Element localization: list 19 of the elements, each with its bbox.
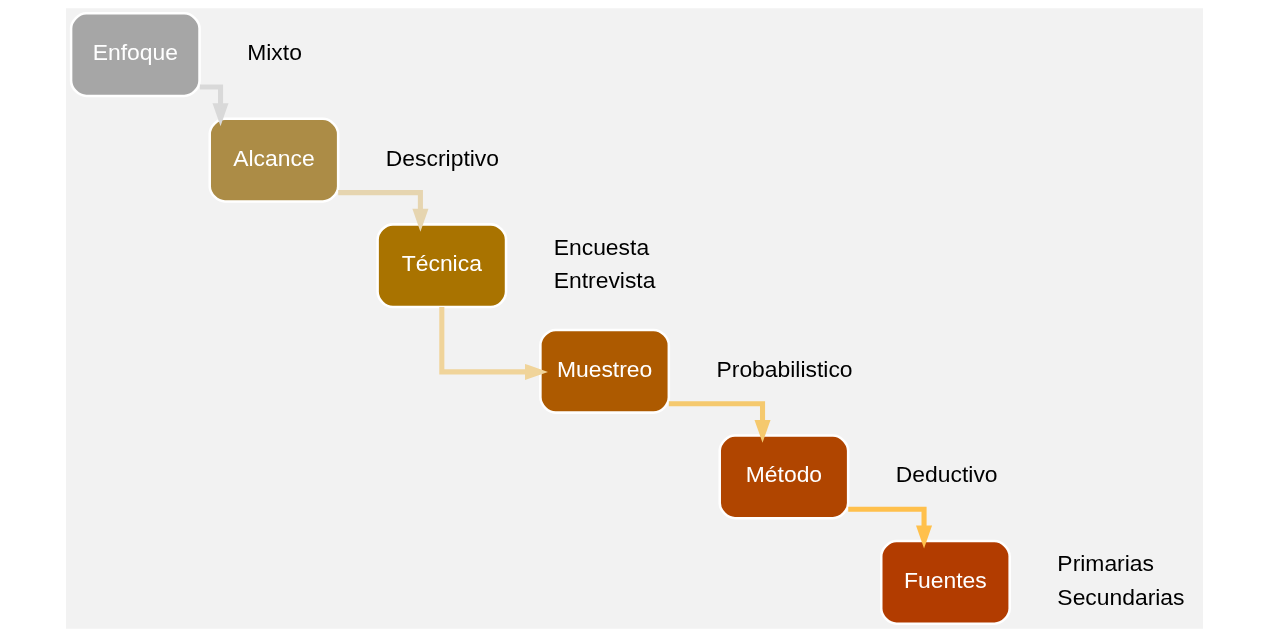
- arrow: [199, 84, 229, 127]
- node-label: Secundarias: [1057, 583, 1185, 610]
- node-label: Encuesta: [553, 233, 650, 260]
- node-box: Enfoque: [69, 12, 201, 98]
- arrow: [668, 401, 771, 443]
- node-box: Técnica: [376, 223, 508, 309]
- node-label: Deductivo: [895, 461, 998, 488]
- node-label: Mixto: [247, 39, 302, 66]
- arrow: [338, 190, 429, 232]
- node-box: Alcance: [208, 117, 340, 203]
- node-label: Descriptivo: [385, 144, 499, 171]
- node-label: Probabilistico: [716, 355, 853, 382]
- arrow: [848, 506, 933, 549]
- node-box: Método: [718, 434, 850, 520]
- node-box: Fuentes: [879, 539, 1011, 625]
- node-label: Primarias: [1057, 550, 1154, 577]
- arrow: [439, 307, 548, 380]
- node-box: Muestreo: [539, 328, 671, 414]
- node-label: Entrevista: [553, 266, 656, 293]
